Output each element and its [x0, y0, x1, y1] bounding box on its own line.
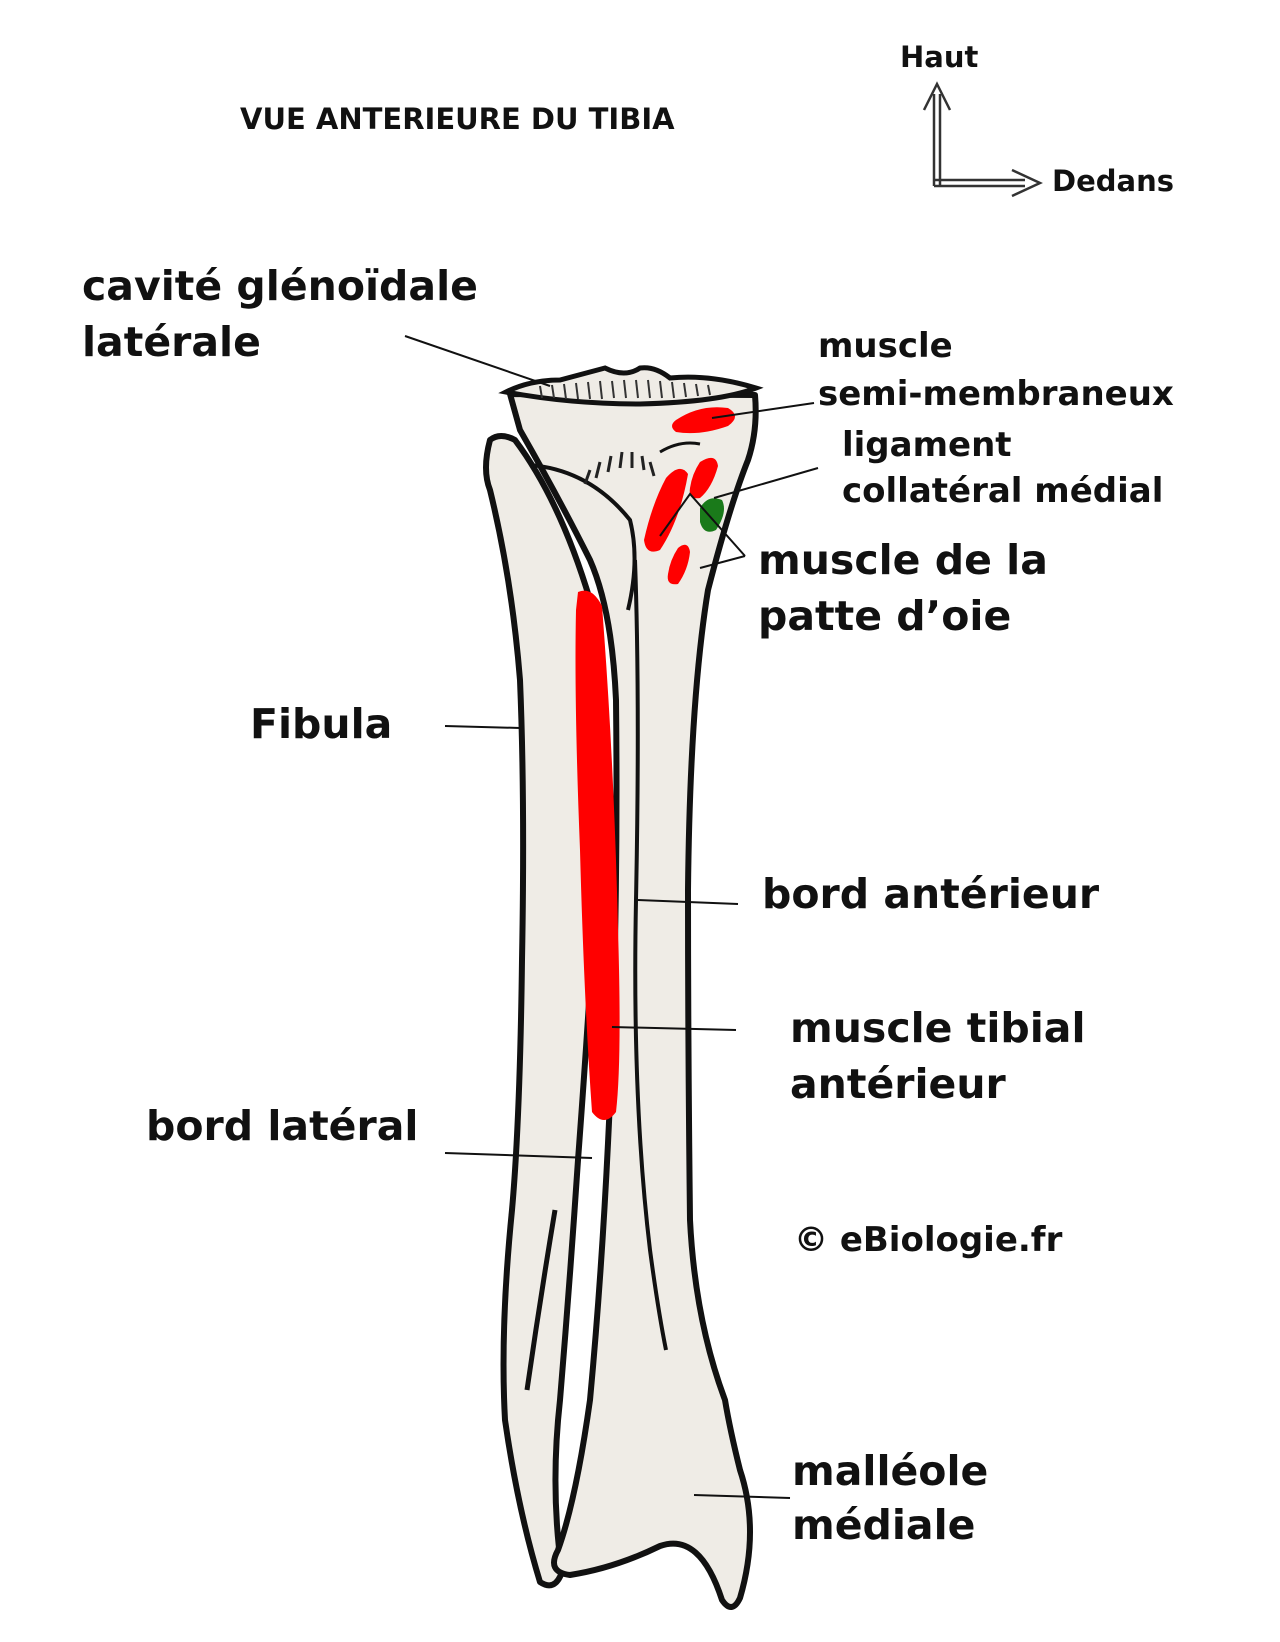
- label-pes-anserinus: muscle de la patte d’oie: [758, 532, 1048, 644]
- label-lateral-glenoid-cavity: cavité glénoïdale latérale: [82, 258, 478, 370]
- orientation-up-label: Haut: [900, 40, 978, 75]
- label-tibialis-anterior: muscle tibial antérieur: [790, 1000, 1086, 1112]
- diagram-title: VUE ANTERIEURE DU TIBIA: [240, 102, 675, 137]
- label-lateral-border: bord latéral: [146, 1102, 418, 1151]
- orientation-medial-label: Dedans: [1052, 164, 1174, 199]
- label-fibula: Fibula: [250, 700, 392, 749]
- tibial-plateau: [506, 368, 756, 404]
- label-semimembranosus: muscle semi-membraneux: [818, 322, 1174, 418]
- orientation-arrows: [924, 84, 1040, 196]
- label-medial-collateral-ligament: ligament collatéral médial: [842, 422, 1163, 514]
- label-anterior-border: bord antérieur: [762, 870, 1099, 919]
- copyright: © eBiologie.fr: [794, 1220, 1062, 1261]
- label-medial-malleolus: malléole médiale: [792, 1444, 988, 1552]
